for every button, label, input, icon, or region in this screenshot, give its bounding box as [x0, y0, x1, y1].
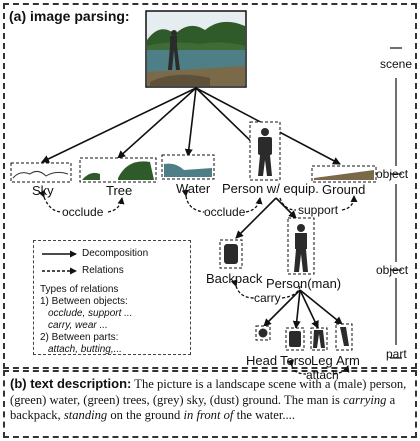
legend-types-title: Types of relations [40, 284, 119, 295]
desc-in-front-of: in front of [183, 408, 234, 422]
level-label-object-2: object [376, 263, 409, 277]
legend-decomposition: Decomposition [82, 248, 149, 259]
label-torso: Torso [280, 353, 312, 368]
label-occlude-2: occlude [204, 205, 246, 219]
desc-standing: standing [63, 408, 108, 422]
label-person-man: Person(man) [266, 276, 342, 291]
leg-thumbnail [310, 327, 328, 351]
level-label-part: part [386, 347, 407, 361]
water-thumbnail [161, 154, 215, 180]
attach-arrow-right [333, 365, 350, 375]
label-ground: Ground [322, 182, 366, 197]
panel-b-title: (b) text description: [10, 376, 132, 391]
legend-between-objects: 1) Between objects: [40, 296, 128, 307]
legend-objects-list-1: occlude, support ... [48, 308, 133, 319]
label-tree: Tree [106, 183, 133, 198]
label-head: Head [246, 353, 278, 368]
level-axis [390, 47, 402, 359]
scene-photo [145, 10, 247, 88]
panel-a-title: (a) image parsing: [9, 8, 130, 24]
legend-between-parts: 2) Between parts: [40, 332, 119, 343]
desc-text-2: a backpack, [10, 392, 396, 423]
level-label-object: object [376, 167, 409, 181]
head-thumbnail [255, 325, 271, 341]
torso-thumbnail [285, 327, 305, 351]
person-decomposition-arrows [235, 197, 297, 239]
person-equip-thumbnail [249, 121, 281, 181]
desc-text-3: on the ground [107, 408, 184, 422]
carry-arrow-left [230, 279, 255, 299]
label-backpack: Backpack [206, 271, 263, 286]
legend-relations: Relations [82, 265, 124, 276]
legend-objects-list-2: carry, wear ... [48, 320, 108, 331]
image-parsing-panel [3, 3, 417, 369]
desc-carrying: carrying [343, 392, 387, 407]
carry-arrow-right [281, 285, 301, 299]
label-sky: Sky [32, 183, 54, 198]
label-water: Water [176, 181, 211, 196]
sky-thumbnail [10, 162, 72, 183]
parts-decomposition-arrows [263, 289, 343, 329]
text-description: (b) text description: The picture is a l… [10, 376, 412, 424]
label-attach: attach [306, 368, 339, 382]
level-label-scene: scene [380, 57, 413, 71]
backpack-thumbnail [219, 239, 243, 269]
label-carry: carry [254, 291, 281, 305]
legend-box [33, 240, 191, 355]
ground-thumbnail [311, 165, 377, 183]
label-occlude-1: occlude [62, 205, 104, 219]
legend-parts-list: attach, butting,... [48, 344, 122, 355]
attach-arrow-left [287, 359, 307, 375]
label-support: support [298, 203, 339, 217]
tree-thumbnail [79, 157, 157, 183]
label-person-equip: Person w/ equip. [222, 181, 319, 196]
text-description-panel [3, 370, 417, 438]
desc-text-4: the water.... [233, 408, 295, 422]
arm-thumbnail [335, 323, 353, 351]
person-man-thumbnail [287, 217, 315, 275]
desc-text-1: The picture is a landscape scene with a … [10, 377, 407, 407]
label-leg: Leg [311, 353, 333, 368]
label-arm: Arm [336, 353, 360, 368]
scene-decomposition-arrows [41, 87, 341, 165]
